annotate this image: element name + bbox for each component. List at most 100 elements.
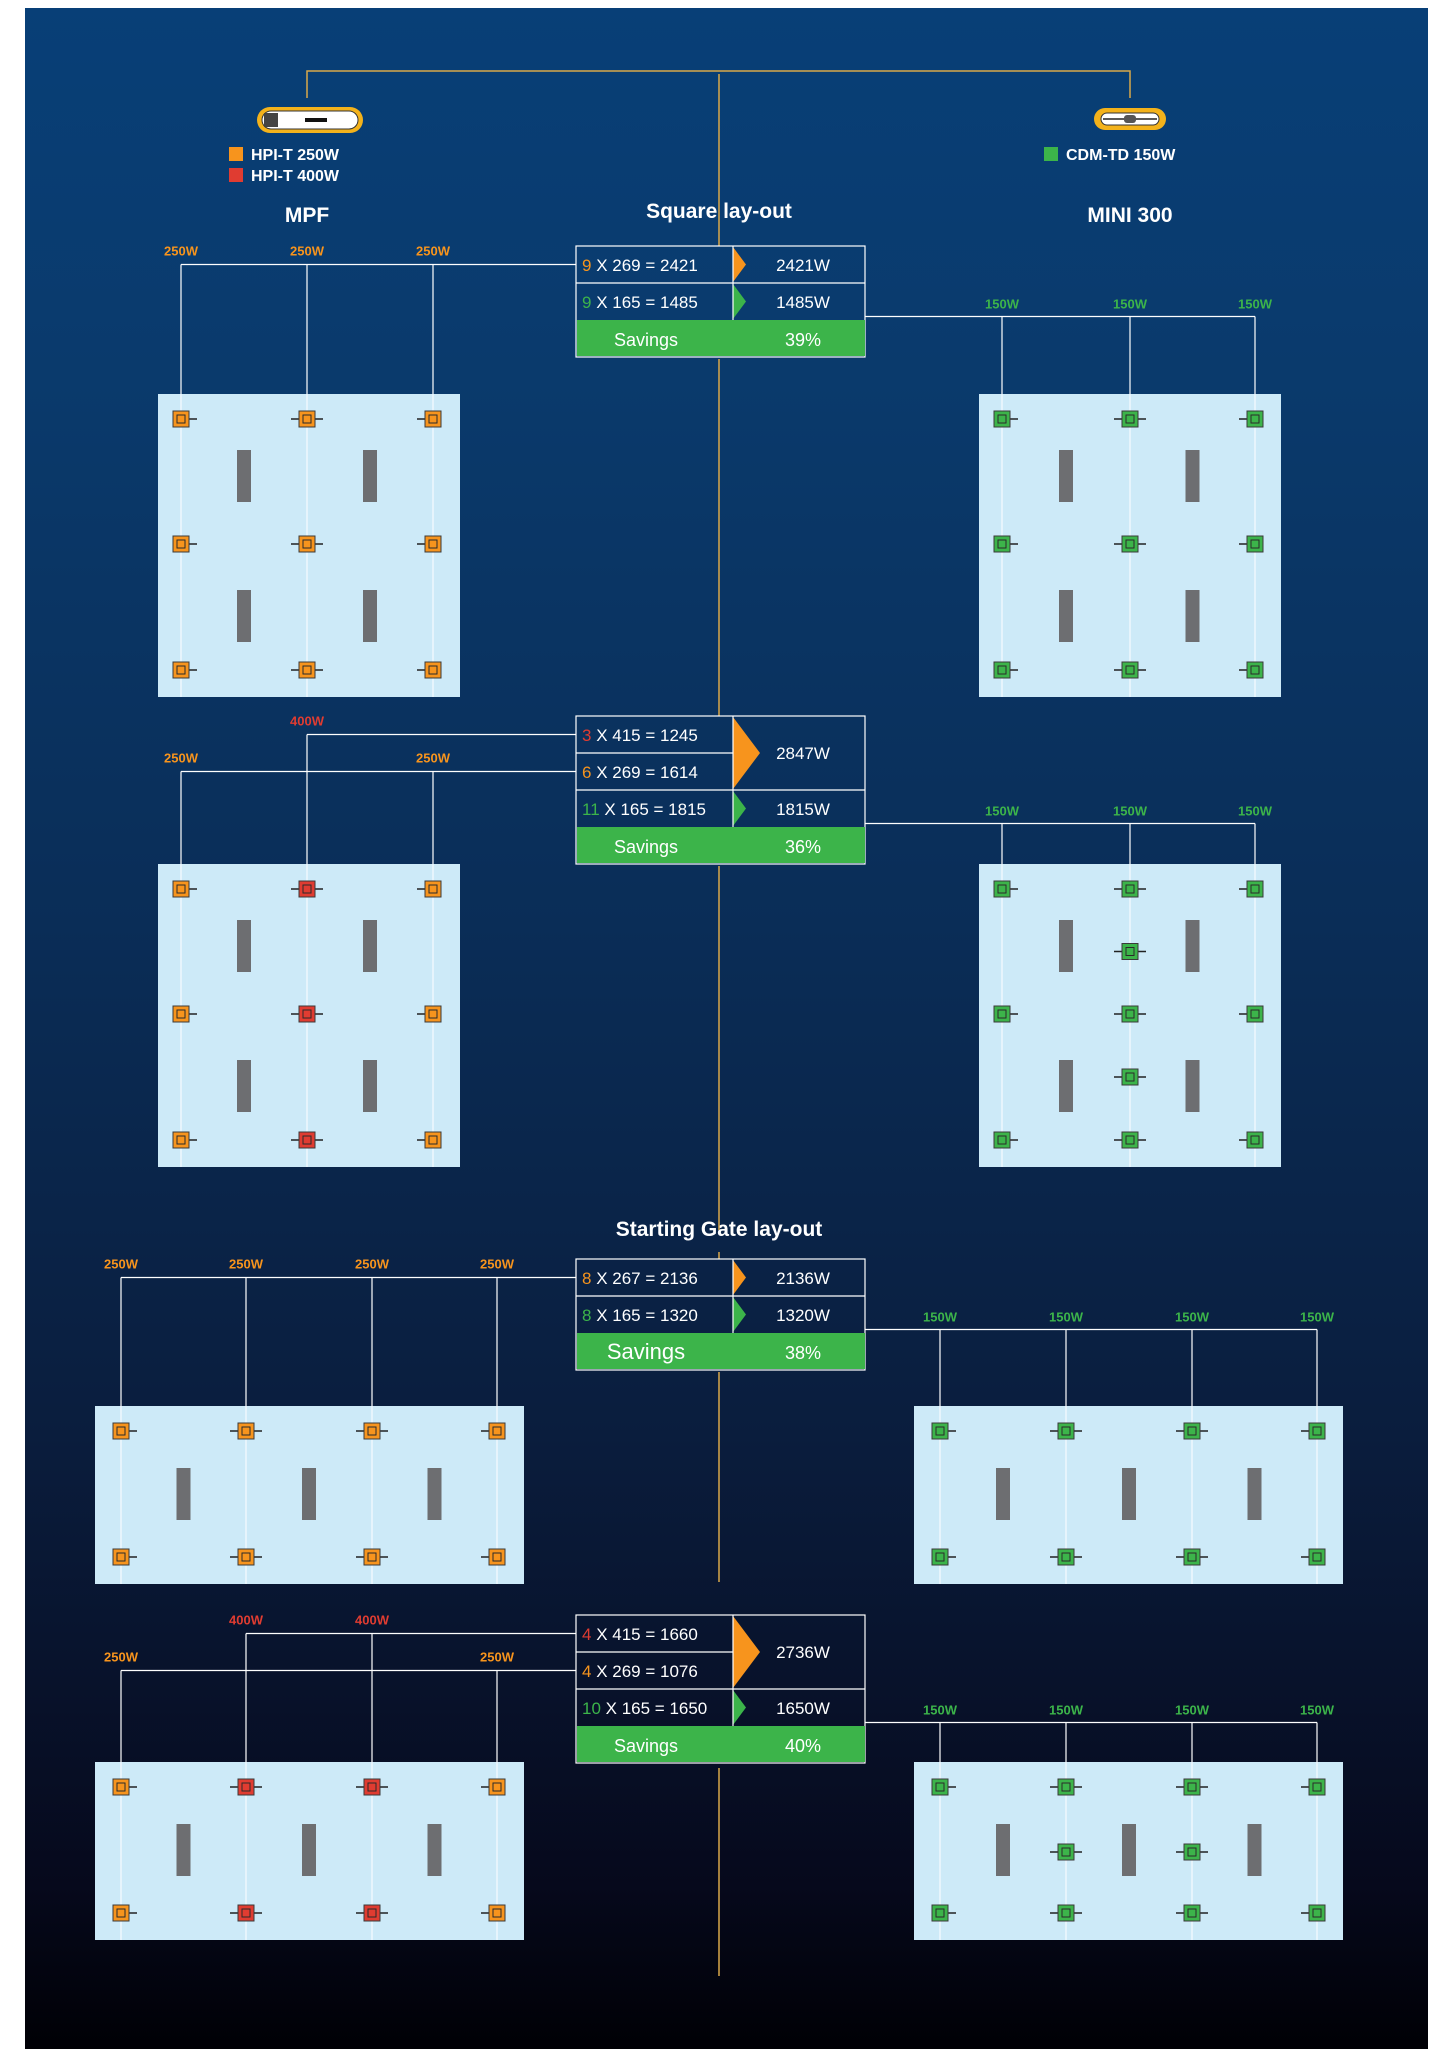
fixture-body [993, 410, 1011, 428]
fixture-body [931, 1548, 949, 1566]
right-luminaire [1176, 1548, 1208, 1566]
left-luminaire [417, 1131, 442, 1149]
result-arrow [733, 284, 746, 319]
fixture-lamp [1125, 1009, 1135, 1019]
fixture-lamp [428, 1009, 438, 1019]
fixture-lamp [1125, 947, 1135, 956]
left-luminaire [417, 410, 442, 428]
fixture-lamp [1061, 1552, 1071, 1562]
fixture-body [172, 410, 190, 428]
fixture-lamp [492, 1552, 502, 1562]
fixture-body [1121, 1131, 1139, 1149]
fixture-body [993, 880, 1011, 898]
formula-text: 9 X 165 = 1485 [582, 293, 698, 312]
legend-label: CDM-TD 150W [1066, 147, 1176, 164]
fixture-body [424, 410, 442, 428]
fixture-lamp [1250, 884, 1260, 894]
reflector-block [363, 1060, 377, 1112]
left-luminaire [172, 1131, 197, 1149]
formula-expression: X 415 = 1245 [591, 726, 697, 745]
fixture-lamp [241, 1782, 251, 1792]
fixture-lamp [1187, 1552, 1197, 1562]
fixture-body [1246, 1005, 1264, 1023]
fixture-lamp [428, 884, 438, 894]
fixture-count: 8 [582, 1306, 591, 1325]
result-arrow [733, 1260, 746, 1295]
reflector-block [1185, 450, 1200, 502]
fixture-body [237, 1904, 255, 1922]
fixture-lamp [176, 884, 186, 894]
fixture-body [298, 410, 316, 428]
left-luminaire [356, 1904, 388, 1922]
fixture-body [1246, 410, 1264, 428]
reflector-block [237, 450, 251, 502]
right-luminaire [1176, 1422, 1208, 1440]
left-luminaire [172, 1005, 197, 1023]
left-luminaire [291, 661, 323, 679]
fixture-body [1121, 410, 1139, 428]
fixture-body [488, 1422, 506, 1440]
left-wattage-label: 250W [416, 751, 451, 766]
right-wattage-label: 150W [1113, 804, 1148, 819]
reflector-block [302, 1468, 316, 1520]
reflector-block [1247, 1824, 1262, 1876]
fixture-lamp [428, 539, 438, 549]
combined-result-arrow [733, 1616, 760, 1688]
right-luminaire [931, 1778, 956, 1796]
fixture-body [1308, 1422, 1326, 1440]
fixture-lamp [176, 414, 186, 424]
formula-text: 11 X 165 = 1815 [582, 800, 706, 819]
result-watts: 2421W [776, 256, 830, 275]
legend-swatch [1044, 147, 1058, 161]
savings-percentage: 36% [785, 837, 821, 857]
reflector-block [237, 590, 251, 642]
right-wattage-label: 150W [1175, 1310, 1210, 1325]
fixture-body [1183, 1422, 1201, 1440]
right-luminaire [1114, 535, 1146, 553]
left-luminaire [417, 535, 442, 553]
formula-expression: X 165 = 1815 [600, 800, 706, 819]
reflector-block [237, 1060, 251, 1112]
fixture-lamp [428, 1135, 438, 1145]
fixture-lamp [116, 1552, 126, 1562]
left-luminaire [291, 410, 323, 428]
left-wattage-label: 400W [290, 714, 325, 729]
fixture-body [1057, 1422, 1075, 1440]
fixture-body [931, 1904, 949, 1922]
left-luminaire [112, 1778, 137, 1796]
left-luminaire [356, 1778, 388, 1796]
fixture-count: 9 [582, 256, 591, 275]
fixture-body [1121, 1005, 1139, 1023]
right-luminaire [1114, 410, 1146, 428]
savings-percentage: 39% [785, 330, 821, 350]
fixture-body [1057, 1548, 1075, 1566]
fixture-lamp [1125, 414, 1135, 424]
left-wattage-label: 400W [355, 1613, 390, 1628]
fixture-body [1308, 1548, 1326, 1566]
right-luminaire [1050, 1778, 1082, 1796]
right-luminaire [993, 410, 1018, 428]
fixture-lamp [997, 1009, 1007, 1019]
fixture-body [298, 880, 316, 898]
fixture-lamp [1312, 1908, 1322, 1918]
formula-expression: X 415 = 1660 [591, 1625, 697, 1644]
reflector-block [363, 590, 377, 642]
result-arrow [733, 247, 746, 282]
fixture-body [112, 1548, 130, 1566]
formula-expression: X 269 = 1614 [591, 763, 697, 782]
right-extra-luminaire [1114, 943, 1146, 960]
savings-label: Savings [614, 837, 678, 857]
right-luminaire [993, 535, 1018, 553]
left-luminaire [230, 1422, 262, 1440]
fixture-body [363, 1778, 381, 1796]
reflector-block [1059, 590, 1073, 642]
combined-result-arrow [733, 717, 760, 789]
result-arrow [733, 791, 746, 826]
reflector-block [176, 1468, 191, 1520]
fixture-lamp [1312, 1552, 1322, 1562]
fixture-body [298, 535, 316, 553]
fixture-body [172, 535, 190, 553]
fixture-body [1057, 1778, 1075, 1796]
left-wattage-label: 250W [164, 751, 199, 766]
left-luminaire [417, 880, 442, 898]
